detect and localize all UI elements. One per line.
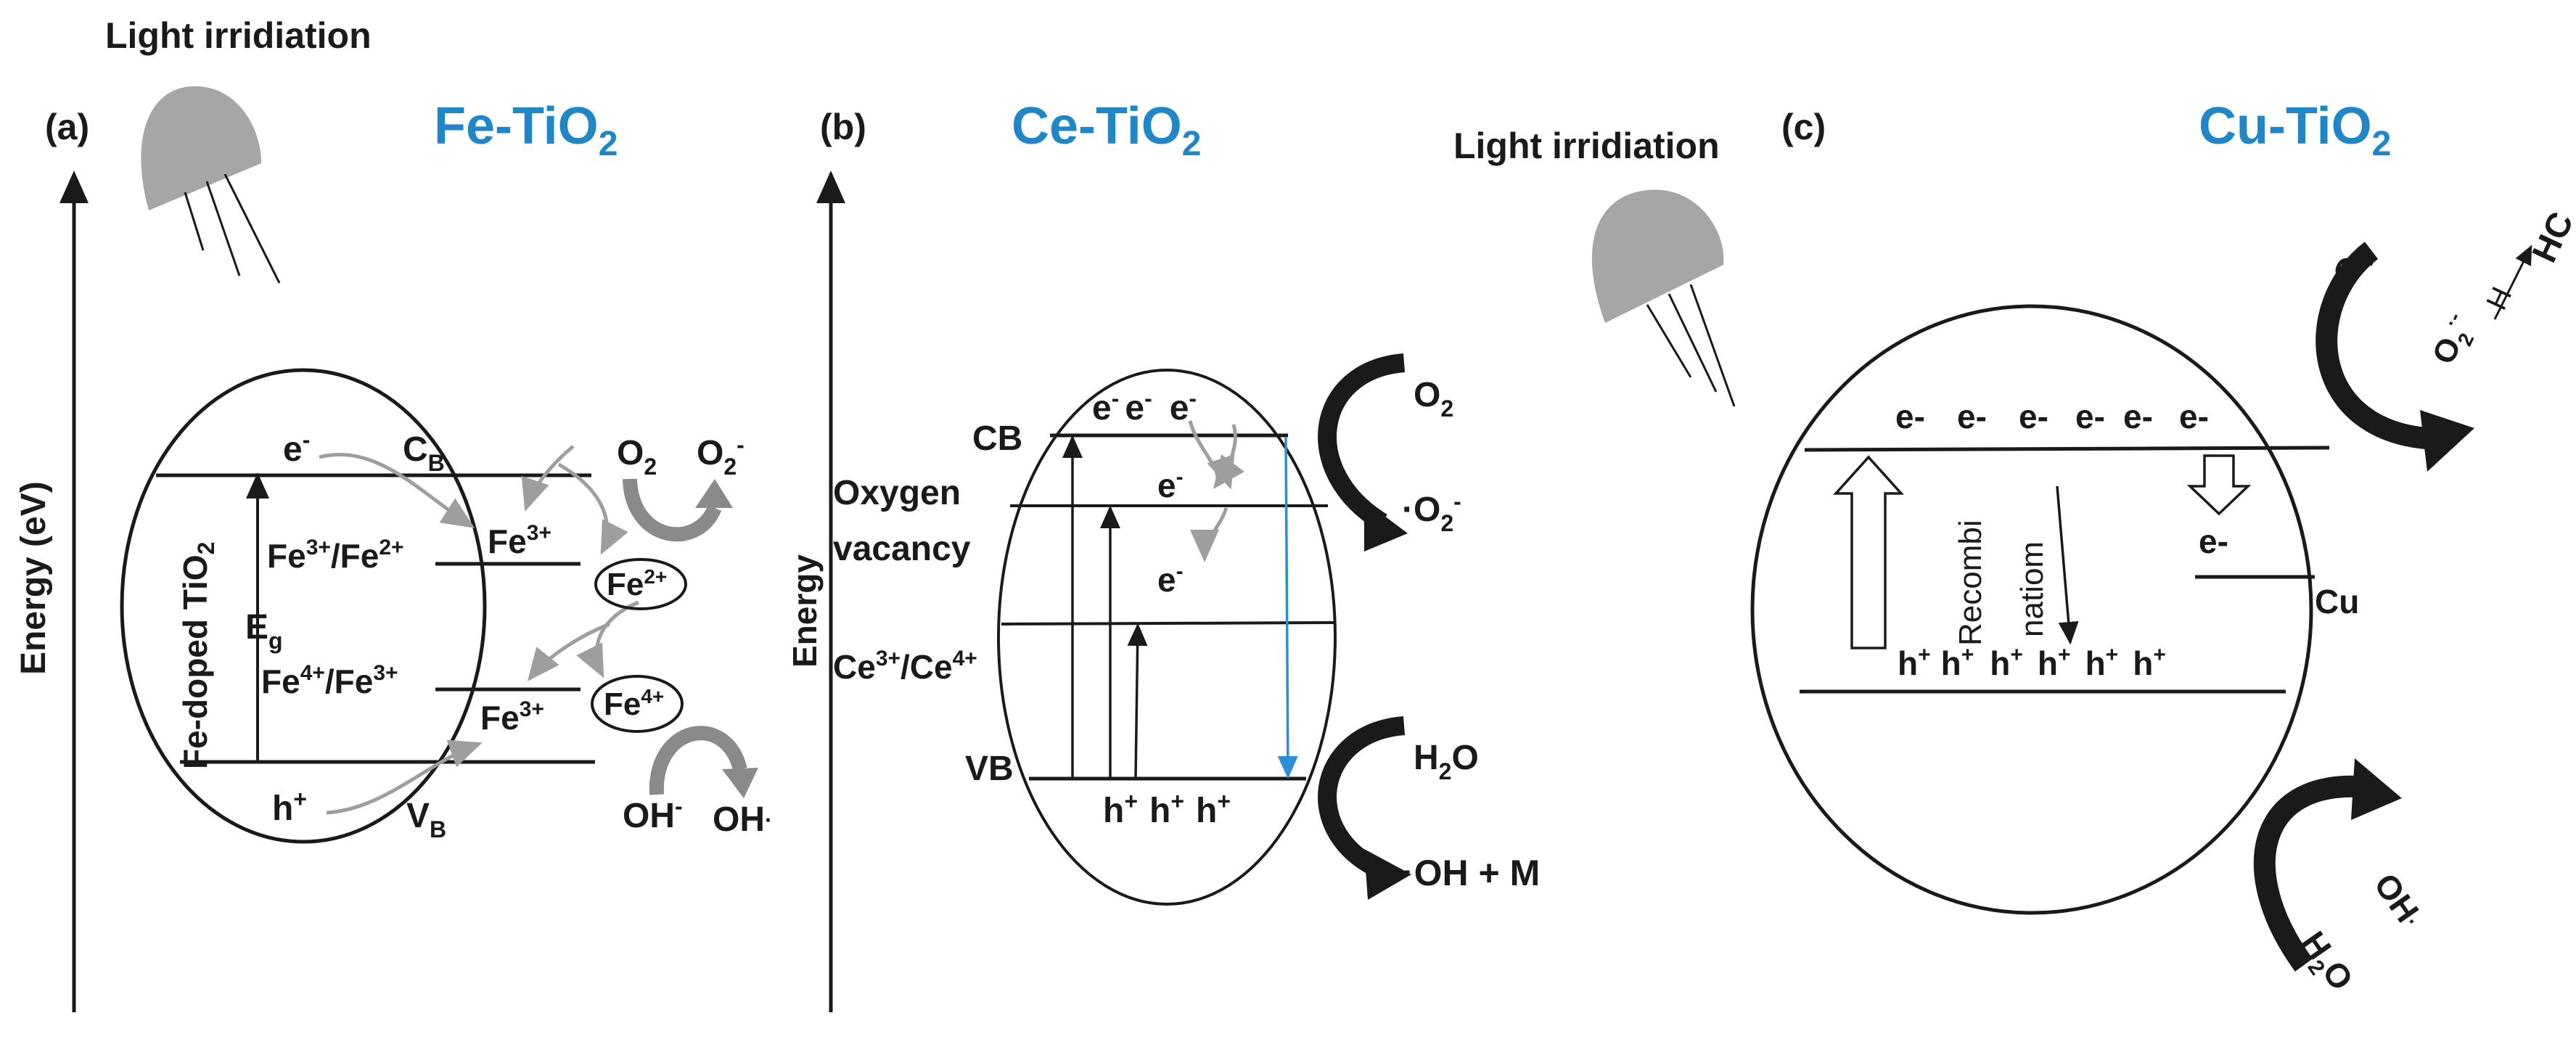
hc-c: HC xyxy=(2525,206,2576,268)
particle-ellipse-a xyxy=(120,368,487,844)
electron-transfer-arrow xyxy=(1188,420,1244,490)
holes-b: h+h+h+ xyxy=(1103,788,1231,830)
o2minus-a: O2- xyxy=(697,432,745,480)
fe4-circle xyxy=(591,675,684,733)
electron-mid-b: e- xyxy=(1157,465,1184,504)
light-label-c: Light irridiation xyxy=(1453,126,1720,166)
particle-ellipse-b xyxy=(997,369,1337,906)
oh-c: OH· xyxy=(2367,866,2431,935)
electron-c: e- xyxy=(1895,398,1925,435)
energy-axis-label-b: Energy xyxy=(786,554,824,668)
recombination-label-1: Recombi xyxy=(1953,520,1988,646)
recombination-label-2: natiom xyxy=(2014,541,2050,637)
electron-c: e- xyxy=(1957,398,1987,435)
eg-label-a: Eg xyxy=(245,608,283,654)
panel-c-label: (c) xyxy=(1781,107,1826,147)
ohdot-a: OH· xyxy=(713,800,773,839)
oxygen-vacancy-label-2: vacancy xyxy=(833,530,971,568)
vb-label-a: VB xyxy=(406,797,446,842)
energy-axis-label-a: Energy (eV) xyxy=(15,481,53,675)
transfer-hollow-arrow xyxy=(2186,454,2252,516)
recombination-arrow-c xyxy=(2056,485,2079,645)
panel-a-title: Fe-TiO2 xyxy=(434,97,618,163)
holes-c: h+h+h+h+h+h+ xyxy=(1898,643,2166,682)
electron-transfer-arrow xyxy=(521,445,575,512)
panel-b-label: (b) xyxy=(820,107,866,147)
panel-c-title: Cu-TiO2 xyxy=(2199,97,2391,163)
ohminus-a: OH- xyxy=(623,793,683,835)
lamp-icon xyxy=(141,86,281,284)
electrons-top-b: e-e-e- xyxy=(1092,385,1197,427)
excitation-arrow xyxy=(1127,623,1148,779)
panel-a: (a) Light irridiation Fe-TiO2 Energy (eV… xyxy=(15,15,773,1012)
electron-transfer-arrow xyxy=(557,462,628,555)
o2-reduction-arrow-c xyxy=(2315,242,2439,450)
electron-a: e- xyxy=(283,427,310,469)
o2radical-b: ·O2- xyxy=(1402,488,1461,536)
recombination-arrow-b xyxy=(1277,437,1298,779)
excitation-hollow-arrow xyxy=(1833,455,1904,649)
oxygen-vacancy-label-1: Oxygen xyxy=(833,474,961,512)
fe-doped-label: Fe-doped TiO2 xyxy=(176,542,219,769)
hole-a: h+ xyxy=(272,786,307,828)
fe2-circle-label: Fe2+ xyxy=(607,565,667,602)
panel-b-title: Ce-TiO2 xyxy=(1012,97,1201,163)
particle-ellipse-c xyxy=(1750,304,2313,915)
oh-m-b: ·OH + M xyxy=(1402,853,1540,893)
h2o-oxidation-arrow-b xyxy=(1318,716,1406,879)
light-label-a: Light irridiation xyxy=(105,15,372,56)
cu-electron: e- xyxy=(2199,522,2228,560)
cb-line-c xyxy=(1804,446,2330,452)
cb-label-a: CB xyxy=(403,430,445,476)
lamp-icon xyxy=(1591,189,1736,407)
fe3-upper: Fe3+ xyxy=(488,521,551,560)
o2radical-c: O2·- xyxy=(2424,309,2484,372)
electron-transfer-arrow xyxy=(1207,424,1237,490)
fe4-fe3-level: Fe4+/Fe3+ xyxy=(261,661,398,700)
fe3-fe2-level: Fe3+/Fe2+ xyxy=(267,536,404,575)
electron-transfer-arrow xyxy=(1190,507,1228,562)
vb-label-b: VB xyxy=(965,750,1014,788)
electron-c: e- xyxy=(2179,398,2209,435)
ce-level-line xyxy=(1001,621,1334,626)
fe2-circle xyxy=(594,558,687,610)
o2-reduction-arrow xyxy=(623,478,722,542)
panel-a-label: (a) xyxy=(45,107,89,147)
fe3-lower: Fe3+ xyxy=(480,697,544,737)
h2o-b: H2O xyxy=(1414,739,1479,784)
o2-b: O2 xyxy=(1414,376,1453,422)
electron-transfer-arrow xyxy=(527,622,610,681)
electron-low-b: e- xyxy=(1157,559,1184,599)
o2-reduction-arrow-b xyxy=(1318,353,1406,531)
cu-label: Cu xyxy=(2315,583,2359,620)
panel-b: (b) Ce-TiO2 Energy CB VB Oxygen vacancy … xyxy=(786,97,1540,1012)
fe4-circle-label: Fe4+ xyxy=(604,685,664,722)
electron-c: e- xyxy=(2123,398,2153,435)
o2-a: O2 xyxy=(617,434,657,480)
hole-transfer-arrow xyxy=(326,739,483,815)
electron-c: e- xyxy=(2075,398,2105,435)
cb-label-b: CB xyxy=(972,419,1022,458)
h-arrow-c xyxy=(2493,245,2532,320)
ce-level-label: Ce3+/Ce4+ xyxy=(833,647,977,686)
h2o-oxidation-arrow-c xyxy=(2253,775,2371,972)
electron-c: e- xyxy=(2019,398,2048,435)
panel-c: (c) Cu-TiO2 Light irridiation e- e- e- e… xyxy=(1453,97,2576,997)
electron-transfer-arrow xyxy=(319,452,475,528)
electron-transfer-arrow xyxy=(576,600,639,678)
oh-oxidation-arrow xyxy=(649,726,747,795)
